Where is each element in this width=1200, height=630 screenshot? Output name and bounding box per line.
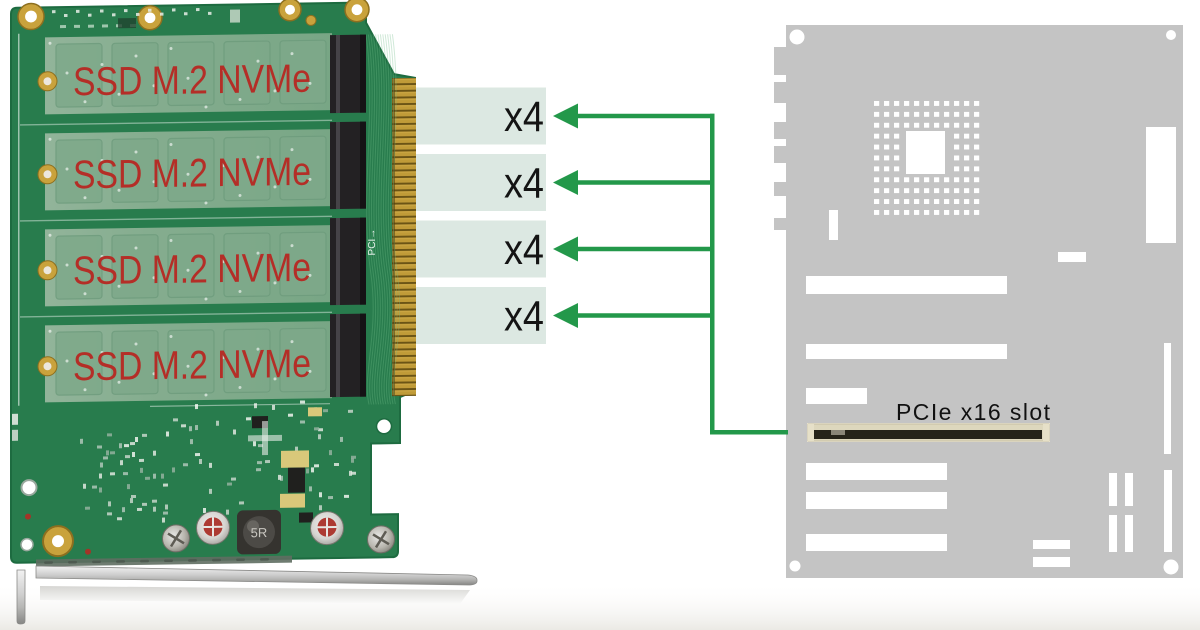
- svg-text:PCI→: PCI→: [367, 229, 378, 256]
- svg-text:PCIe x16 slot: PCIe x16 slot: [896, 399, 1051, 425]
- svg-text:SSD M.2 NVMe: SSD M.2 NVMe: [73, 57, 311, 105]
- svg-text:SSD M.2 NVMe: SSD M.2 NVMe: [73, 342, 311, 390]
- svg-text:5R: 5R: [251, 525, 268, 540]
- svg-text:x4: x4: [504, 226, 544, 274]
- svg-text:x4: x4: [504, 93, 544, 141]
- svg-text:SSD M.2 NVMe: SSD M.2 NVMe: [73, 150, 311, 198]
- svg-text:x4: x4: [504, 160, 544, 208]
- svg-text:SSD M.2 NVMe: SSD M.2 NVMe: [73, 246, 311, 294]
- svg-text:x4: x4: [504, 293, 544, 341]
